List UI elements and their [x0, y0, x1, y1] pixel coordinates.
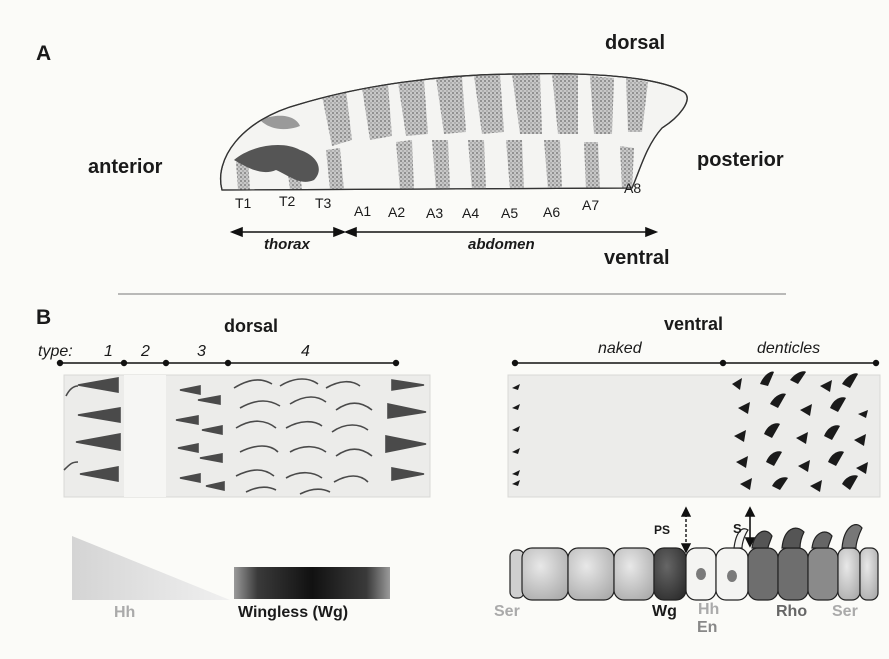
cell-ser-right-1	[838, 548, 860, 600]
dorsal-label-b: dorsal	[224, 316, 278, 337]
type-1-label: 1	[104, 343, 113, 361]
ventral-label-a: ventral	[604, 247, 670, 270]
anterior-label: anterior	[88, 156, 162, 179]
cell-ser-3	[614, 548, 654, 600]
segment-label-a8: A8	[624, 180, 641, 196]
segment-label-t1: T1	[235, 195, 251, 211]
type2-naked-zone	[124, 375, 166, 497]
epidermal-cells	[510, 525, 878, 600]
s-arrow-label: S	[733, 521, 742, 536]
cell-rho-2	[778, 548, 808, 600]
hh-gradient	[72, 536, 230, 600]
dorsal-label-a: dorsal	[605, 32, 665, 55]
segment-label-a3: A3	[426, 205, 443, 221]
wg-cell-label: Wg	[652, 603, 677, 621]
segment-label-a4: A4	[462, 205, 479, 221]
type-label: type:	[38, 343, 73, 361]
segment-label-t2: T2	[279, 193, 295, 209]
wg-gradient	[234, 567, 390, 599]
type-4-label: 4	[301, 343, 310, 361]
wg-gradient-label: Wingless (Wg)	[238, 604, 348, 622]
hh-cell-label: Hh	[698, 601, 719, 619]
segment-label-a6: A6	[543, 204, 560, 220]
cell-rho-1	[748, 548, 778, 600]
segment-label-a2: A2	[388, 204, 405, 220]
ps-arrow	[682, 508, 690, 552]
segment-label-a7: A7	[582, 197, 599, 213]
panel-b-label: B	[36, 306, 51, 330]
segment-label-a1: A1	[354, 203, 371, 219]
cell-wg	[654, 548, 686, 600]
rho-cell-label: Rho	[776, 603, 807, 621]
type-3-label: 3	[197, 343, 206, 361]
cell-ser-1	[522, 548, 568, 600]
ser-left-label: Ser	[494, 603, 520, 621]
region-arrows	[232, 228, 656, 236]
segment-label-a5: A5	[501, 205, 518, 221]
cell-ser-right-2	[860, 548, 878, 600]
hh-gradient-label: Hh	[114, 604, 135, 622]
naked-label: naked	[598, 340, 642, 358]
cell-rho-3	[808, 548, 838, 600]
ser-right-label: Ser	[832, 603, 858, 621]
thorax-label: thorax	[264, 236, 310, 253]
ventral-ruler	[513, 361, 879, 366]
segment-label-t3: T3	[315, 195, 331, 211]
abdomen-label: abdomen	[468, 236, 535, 253]
cell-ser-2	[568, 548, 614, 600]
ventral-label-b: ventral	[664, 314, 723, 335]
type-ruler	[58, 361, 399, 366]
s-arrow	[746, 508, 754, 546]
type-2-label: 2	[141, 343, 150, 361]
ps-arrow-label: PS	[654, 523, 670, 537]
en-cell-label: En	[697, 619, 717, 637]
denticles-label: denticles	[757, 340, 820, 358]
posterior-label: posterior	[697, 149, 784, 172]
